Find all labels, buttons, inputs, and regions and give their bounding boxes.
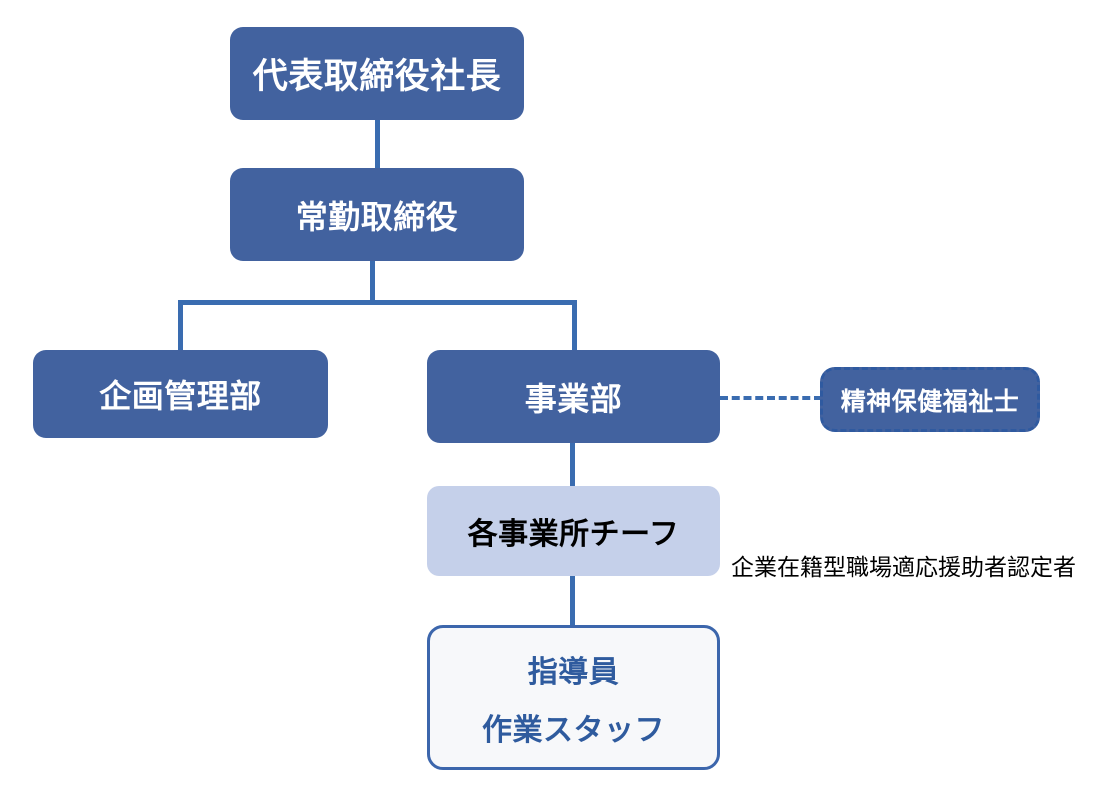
dashed-connector-to-mental-health-worker [720,396,822,400]
node-mental-health-worker-label: 精神保健福祉士 [840,387,1020,416]
node-staff-label-line1: 指導員 [527,655,620,689]
connector-horizontal-branch [178,300,577,305]
node-planning-division-label: 企画管理部 [99,378,262,414]
node-president-label: 代表取締役社長 [252,57,502,96]
node-staff-label-line2: 作業スタッフ [482,713,665,747]
node-office-chief[interactable]: 各事業所チーフ [427,486,720,576]
connector-to-business-division [572,300,577,352]
annotation-job-coach: 企業在籍型職場適応援助者認定者 [731,554,1076,580]
node-president[interactable]: 代表取締役社長 [230,27,524,120]
node-business-division[interactable]: 事業部 [427,350,720,443]
node-office-chief-label: 各事業所チーフ [467,518,680,551]
node-executive-director-label: 常勤取締役 [295,198,459,235]
node-staff[interactable]: 指導員 作業スタッフ [427,625,720,770]
node-mental-health-worker[interactable]: 精神保健福祉士 [820,367,1040,432]
connector-president-to-executive [375,118,380,170]
connector-to-planning-division [178,300,183,352]
node-executive-director[interactable]: 常勤取締役 [230,168,524,261]
connector-executive-down [370,259,375,305]
node-planning-division[interactable]: 企画管理部 [33,350,328,438]
node-business-division-label: 事業部 [524,380,623,417]
